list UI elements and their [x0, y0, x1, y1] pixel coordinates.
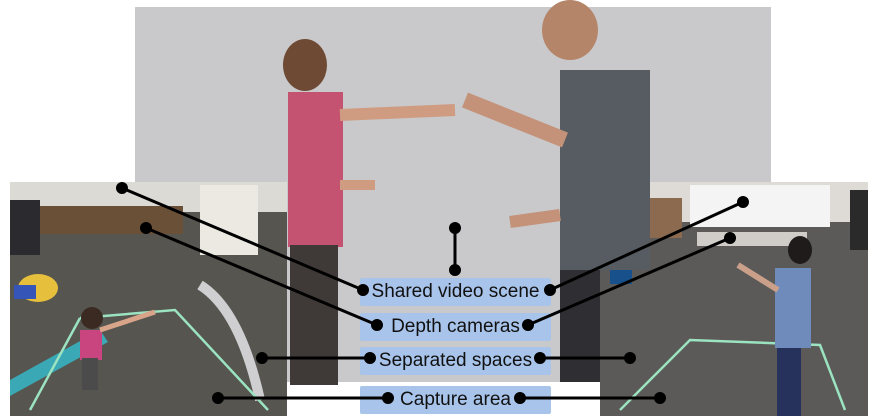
connector-dot	[366, 354, 375, 363]
connector-dot	[626, 354, 635, 363]
connector-shared-scene-left	[122, 188, 363, 290]
connector-dot	[258, 354, 267, 363]
connector-dot	[373, 321, 382, 330]
connector-dot	[546, 286, 555, 295]
connector-dot	[451, 224, 460, 233]
connector-depth-left	[146, 228, 377, 325]
connector-dot	[739, 198, 748, 207]
connector-dot	[142, 224, 151, 233]
connector-dot	[524, 321, 533, 330]
connector-dot	[726, 234, 735, 243]
connector-dot	[118, 184, 127, 193]
connector-dot	[536, 354, 545, 363]
connector-dot	[359, 286, 368, 295]
connector-dot	[384, 394, 393, 403]
connector-dot	[516, 394, 525, 403]
connector-dot	[214, 394, 223, 403]
connector-dot	[451, 266, 460, 275]
connector-dot	[656, 394, 665, 403]
connector-depth-right	[528, 238, 730, 325]
